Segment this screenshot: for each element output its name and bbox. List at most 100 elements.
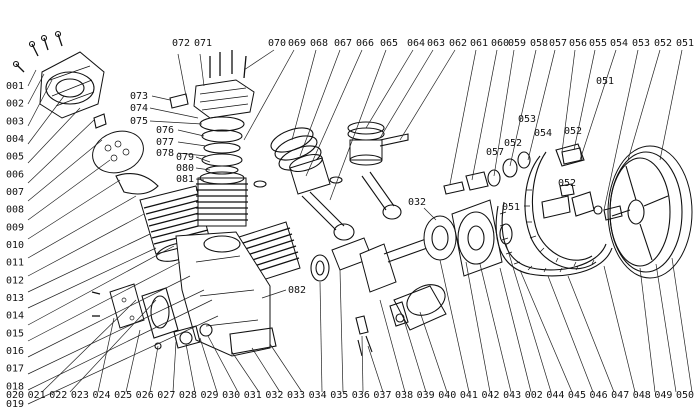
callout-081: 081: [176, 174, 194, 185]
callout-bottom-17: 037: [373, 390, 391, 401]
callout-bottom-20: 040: [438, 390, 456, 401]
callout-bottom-8: 028: [179, 390, 197, 401]
callout-bottom-14: 034: [309, 390, 327, 401]
callout-top-14: 058: [530, 38, 548, 49]
left-head-cover: [12, 30, 105, 119]
callout-left-16: 017: [6, 364, 24, 375]
left-callout-column: 001 002 003 004 005 006 007 008 009 010 011 012 013 0…: [6, 81, 24, 410]
callout-bottom-18: 038: [395, 390, 413, 401]
callout-bottom-29: 048: [633, 390, 651, 401]
callout-left-0: 001: [6, 81, 24, 92]
second-piston: [347, 121, 409, 220]
callout-top-7: 065: [380, 38, 398, 49]
callout-top-9: 063: [427, 38, 445, 49]
callout-bottom-7: 027: [157, 390, 175, 401]
callout-left-5: 006: [6, 169, 24, 180]
callout-074: 074: [130, 103, 148, 114]
callout-left-1: 002: [6, 99, 24, 110]
callout-bottom-4: 024: [92, 390, 110, 401]
callout-bottom-12: 032: [265, 390, 283, 401]
callout-left-4: 005: [6, 152, 24, 163]
callout-bottom-21: 041: [460, 390, 478, 401]
callout-top-2: 070: [268, 38, 286, 49]
leader-lines: [27, 49, 693, 405]
callout-051-inner-b: 051: [502, 202, 520, 213]
callout-076: 076: [156, 125, 174, 136]
callout-top-18: 054: [610, 38, 628, 49]
callout-079: 079: [176, 152, 194, 163]
callout-top-8: 064: [407, 38, 425, 49]
callout-top-13: 059: [508, 38, 526, 49]
callout-top-20: 052: [654, 38, 672, 49]
callout-032-inner: 032: [408, 197, 426, 208]
callout-left-3: 004: [6, 134, 24, 145]
callout-left-8: 009: [6, 222, 24, 233]
callout-top-3: 069: [288, 38, 306, 49]
piston-assembly: [253, 127, 355, 241]
callout-bottom-23: 043: [503, 390, 521, 401]
callout-top-11: 061: [470, 38, 488, 49]
callout-bottom-24: 002: [525, 390, 543, 401]
callout-073: 073: [130, 91, 148, 102]
callout-bottom-10: 030: [222, 390, 240, 401]
callout-top-6: 066: [356, 38, 374, 49]
flywheel: [593, 145, 693, 279]
crankcase: [175, 231, 277, 357]
callout-bottom-1: 021: [28, 390, 46, 401]
callout-left-13: 014: [6, 311, 24, 322]
callout-bottom-31: 050: [676, 390, 694, 401]
callout-052-inner-a: 052: [504, 138, 522, 149]
callout-bottom-5: 025: [114, 390, 132, 401]
callout-left-15: 016: [6, 346, 24, 357]
callout-top-15: 057: [549, 38, 567, 49]
callout-left-9: 010: [6, 240, 24, 251]
callout-bottom-2: 022: [49, 390, 67, 401]
callout-bottom-13: 033: [287, 390, 305, 401]
callout-bottom-3: 023: [71, 390, 89, 401]
callout-top-17: 055: [589, 38, 607, 49]
callout-top-0: 072: [172, 38, 190, 49]
callout-left-10: 011: [6, 258, 24, 269]
callout-top-10: 062: [449, 38, 467, 49]
bearing-cover: [423, 199, 513, 277]
callout-left-6: 007: [6, 187, 24, 198]
callout-bottom-25: 044: [546, 390, 564, 401]
callout-left-11: 012: [6, 275, 24, 286]
top-valve-stack: [199, 116, 245, 175]
callout-054-inner: 054: [534, 128, 552, 139]
callout-top-1: 071: [194, 38, 212, 49]
callout-078: 078: [156, 148, 174, 159]
callout-052-inner-b: 052: [564, 126, 582, 137]
callout-053-inner: 053: [518, 114, 536, 125]
callout-left-2: 003: [6, 116, 24, 127]
inner-callouts: 073 074 075 076 077 078 079 080 081 082 …: [130, 76, 614, 296]
callout-bottom-19: 039: [417, 390, 435, 401]
callout-bottom-9: 029: [201, 390, 219, 401]
callout-051-inner-a: 051: [596, 76, 614, 87]
callout-left-18: 019: [6, 399, 24, 410]
callout-bottom-16: 036: [352, 390, 370, 401]
callout-bottom-30: 049: [654, 390, 672, 401]
callout-left-7: 008: [6, 205, 24, 216]
callout-057-inner: 057: [486, 147, 504, 158]
callout-left-12: 013: [6, 293, 24, 304]
lower-piston: [389, 284, 447, 331]
callout-top-16: 056: [569, 38, 587, 49]
callout-bottom-11: 031: [244, 390, 262, 401]
callout-bottom-0: 020: [6, 390, 24, 401]
callout-top-4: 068: [310, 38, 328, 49]
callout-082: 082: [288, 285, 306, 296]
callout-bottom-22: 042: [481, 390, 499, 401]
callout-bottom-26: 045: [568, 390, 586, 401]
top-head: [169, 50, 255, 119]
callout-left-14: 015: [6, 328, 24, 339]
callout-075: 075: [130, 116, 148, 127]
upper-cylinder: [196, 171, 248, 227]
callout-080: 080: [176, 163, 194, 174]
callout-bottom-15: 035: [330, 390, 348, 401]
callout-077: 077: [156, 137, 174, 148]
callout-top-21: 051: [676, 38, 694, 49]
